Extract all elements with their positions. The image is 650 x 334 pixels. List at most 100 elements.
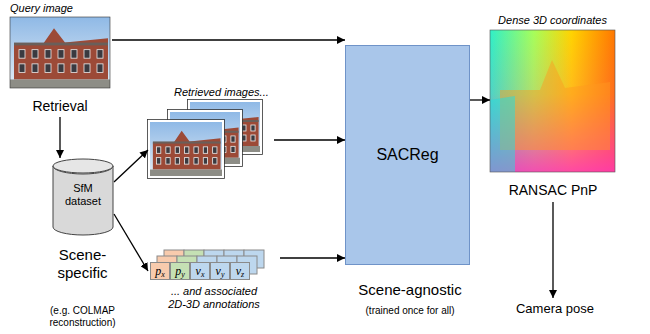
annotation-cell: vz [230,262,250,280]
coordinate-map-base [490,30,615,172]
symbol-index: x [201,270,205,279]
photo-window [251,125,255,131]
text-wrap: Retrieved images... [174,86,274,99]
cylinder-top [53,159,113,173]
symbol-index: z [241,270,244,279]
photo-window [19,50,25,59]
photo-window [84,50,90,59]
annotation-symbol: py [175,264,185,278]
photo-sky [10,17,110,88]
symbol-base: p [175,264,181,278]
text-wrap: Dense 3D coordinates [490,14,615,27]
photo-roofline [14,43,108,46]
text-wrap: Retrieval [20,98,100,115]
node-text: Scene-agnostic [339,281,481,299]
node-text: Dense 3D coordinates [490,14,615,27]
coordinate-map-building [490,96,515,172]
output-label: Camera pose [505,298,605,322]
annotation-symbol: vx [196,264,205,278]
symbol-base: p [155,264,161,278]
photo-window [231,136,235,142]
symbol-index: x [161,270,165,279]
symbol-base: v [216,264,221,278]
node-text: Query image [10,2,112,15]
dense-coordinates: Dense 3D coordinates [490,14,615,172]
flow-arrow [114,214,148,271]
photo-window [251,135,255,141]
flow-arrow [470,99,490,100]
photo-window [84,64,90,73]
node-text: SACReg [350,145,465,164]
node-text: Retrieved images... [174,86,274,99]
text-wrap: SfM dataset [56,182,110,208]
annotations: ... and associated 2D-3D annotations [148,244,280,320]
node-text: (trained once for all) [339,305,481,317]
annotation-cell: px [150,262,170,280]
photo-ground [10,79,110,88]
photo-building [153,131,221,170]
photo-border [10,17,110,88]
symbol-index: y [181,270,185,279]
region-fill [335,10,485,334]
photo-window [213,158,217,164]
photo-window [45,64,51,73]
photo-building [14,28,108,79]
node-text: (e.g. COLMAP reconstruction) [26,305,139,329]
text-wrap: SACReg [350,145,465,164]
photo-window [19,64,25,73]
text-wrap: Scene-agnostic [339,281,481,299]
photo-window [32,50,38,59]
photo-window [194,147,198,153]
photo [148,120,225,179]
annotation-symbol: vz [236,264,244,278]
photo-window [195,146,199,152]
photo-window [71,50,77,59]
node-text: Scene-specific [38,246,127,282]
symbol-base: v [236,264,241,278]
text-wrap: Query image [10,2,112,15]
annotation-cell: py [170,262,190,280]
node-text: ... and associated 2D-3D annotations [162,285,266,311]
photo-window [175,158,179,164]
photo-window [185,146,189,152]
annotation-cell: vx [190,262,210,280]
retrieved-images: Retrieved images... [148,86,274,178]
photo-window [58,50,64,59]
photo-frame [149,121,223,177]
photo-ground [150,170,222,176]
flow-arrow [59,117,60,158]
scene-specific-region: Scene-specific (e.g. COLMAP reconstructio… [20,148,145,334]
photo-window [156,147,160,153]
photo-window [58,64,64,73]
photo-window [32,64,38,73]
text-wrap: Camera pose [505,301,605,317]
photo-window [194,158,198,164]
photo-window [203,158,207,164]
photo-window [213,147,217,153]
photo-window [166,147,170,153]
flow-arrow [280,257,345,258]
coordinate-map-shade [490,30,615,172]
text-wrap: (trained once for all) [339,305,481,317]
flow-arrow [112,39,345,40]
flow-arrow [552,202,553,298]
node-text: Retrieval [20,98,100,115]
photo-window [185,158,189,164]
photo-window [97,50,103,59]
annotation-cell: vy [210,262,230,280]
photo-window [45,50,51,59]
node-text: Camera pose [505,301,605,317]
photo [10,17,110,88]
photo-window [185,147,189,153]
node-text: RANSAC PnP [493,182,613,199]
coordinate-map-building [500,60,610,150]
photo-window [71,64,77,73]
annotation-symbol: vy [216,264,225,278]
cylinder-body [53,166,113,235]
photo-frame [148,120,225,179]
step-label: RANSAC PnP [493,180,613,202]
sfm-database: SfM dataset [52,158,114,236]
photo-window [204,146,208,152]
coordinate-map-border [490,30,615,172]
